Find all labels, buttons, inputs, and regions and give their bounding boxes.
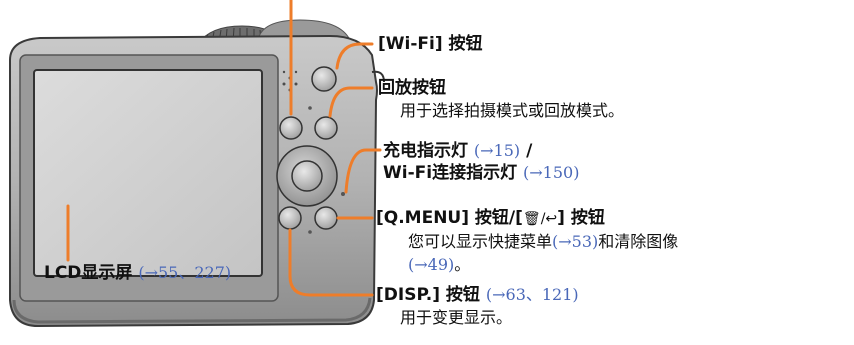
disp-button-desc: 用于变更显示。: [400, 308, 513, 327]
lcd-screen: [33, 69, 263, 277]
playback-button-label: 回放按钮: [378, 78, 446, 98]
playback-button-desc: 用于选择拍摄模式或回放模式。: [400, 101, 625, 120]
wifi-connection-lamp-label: Wi-Fi连接指示灯 (→150): [383, 163, 580, 183]
disp-button[interactable]: [278, 206, 302, 230]
qmenu-button-desc: 您可以显示快捷菜单(→53)和清除图像: [408, 232, 679, 251]
qmenu-button-desc-2: (→49)。: [408, 255, 471, 274]
charge-lamp-label: 充电指示灯 (→15) /: [383, 141, 533, 161]
lcd-screen-label: LCD显示屏 (→55、227): [44, 263, 232, 283]
charge-lamp: [341, 192, 345, 196]
disp-button-label: [DISP.] 按钮 (→63、121): [376, 285, 579, 305]
control-dial[interactable]: [276, 145, 338, 207]
wifi-button-label: [Wi-Fi] 按钮: [378, 34, 483, 54]
trash-return-icon: 🗑/↩: [522, 211, 558, 227]
playback-button[interactable]: [279, 116, 303, 140]
qmenu-button[interactable]: [314, 206, 338, 230]
wifi-button[interactable]: [311, 66, 337, 92]
qmenu-button-label: [Q.MENU] 按钮/[🗑/↩] 按钮: [376, 208, 605, 228]
leader-lines: [66, 0, 382, 297]
